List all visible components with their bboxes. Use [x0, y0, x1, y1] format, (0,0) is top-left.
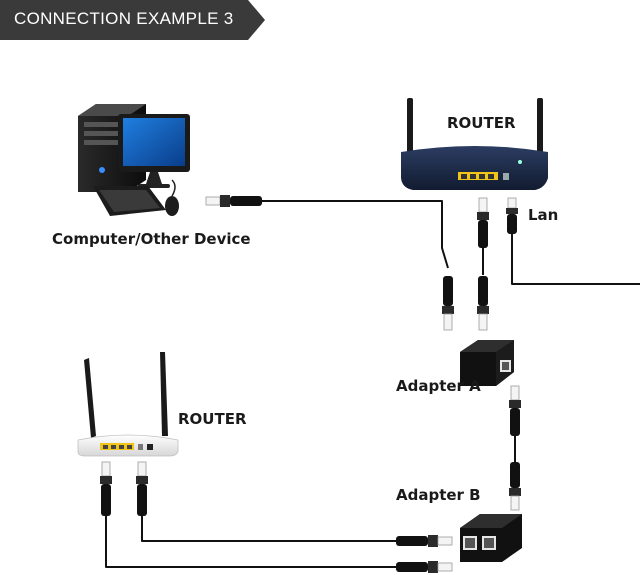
router-top-label: ROUTER — [447, 114, 516, 132]
connector-adapter-a-1 — [442, 276, 454, 331]
connector-router-left-2 — [136, 461, 148, 516]
connector-adapter-b-2 — [396, 561, 453, 573]
cable-router-left-to-adapter-b-2 — [105, 515, 398, 568]
connector-adapter-a-out — [509, 385, 521, 436]
connector-router-top-1 — [477, 197, 489, 248]
connector-adapter-b-in — [509, 462, 521, 511]
cables — [105, 200, 640, 568]
router-left-label: ROUTER — [178, 410, 247, 428]
connector-computer — [205, 195, 262, 207]
computer-icon — [78, 104, 190, 216]
connector-lan — [506, 197, 518, 234]
adapter-b-icon — [460, 514, 522, 562]
computer-label: Computer/Other Device — [52, 230, 251, 248]
banner: CONNECTION EXAMPLE 3 — [0, 0, 265, 40]
connector-router-left-1 — [100, 461, 112, 516]
adapter-a-label: Adapter A — [396, 377, 481, 395]
lan-label: Lan — [528, 206, 559, 224]
cable-router-left-to-adapter-b-1 — [141, 515, 398, 542]
router-left-icon — [77, 352, 179, 457]
cable-lan — [511, 233, 640, 285]
router-top-icon — [401, 98, 548, 190]
adapter-b-label: Adapter B — [396, 486, 481, 504]
cable-computer-to-adapter-a — [262, 200, 449, 269]
adapter-a-icon — [460, 340, 514, 386]
connector-adapter-b-1 — [396, 535, 453, 547]
connector-adapter-a-2 — [477, 276, 489, 331]
banner-title: CONNECTION EXAMPLE 3 — [14, 9, 234, 28]
